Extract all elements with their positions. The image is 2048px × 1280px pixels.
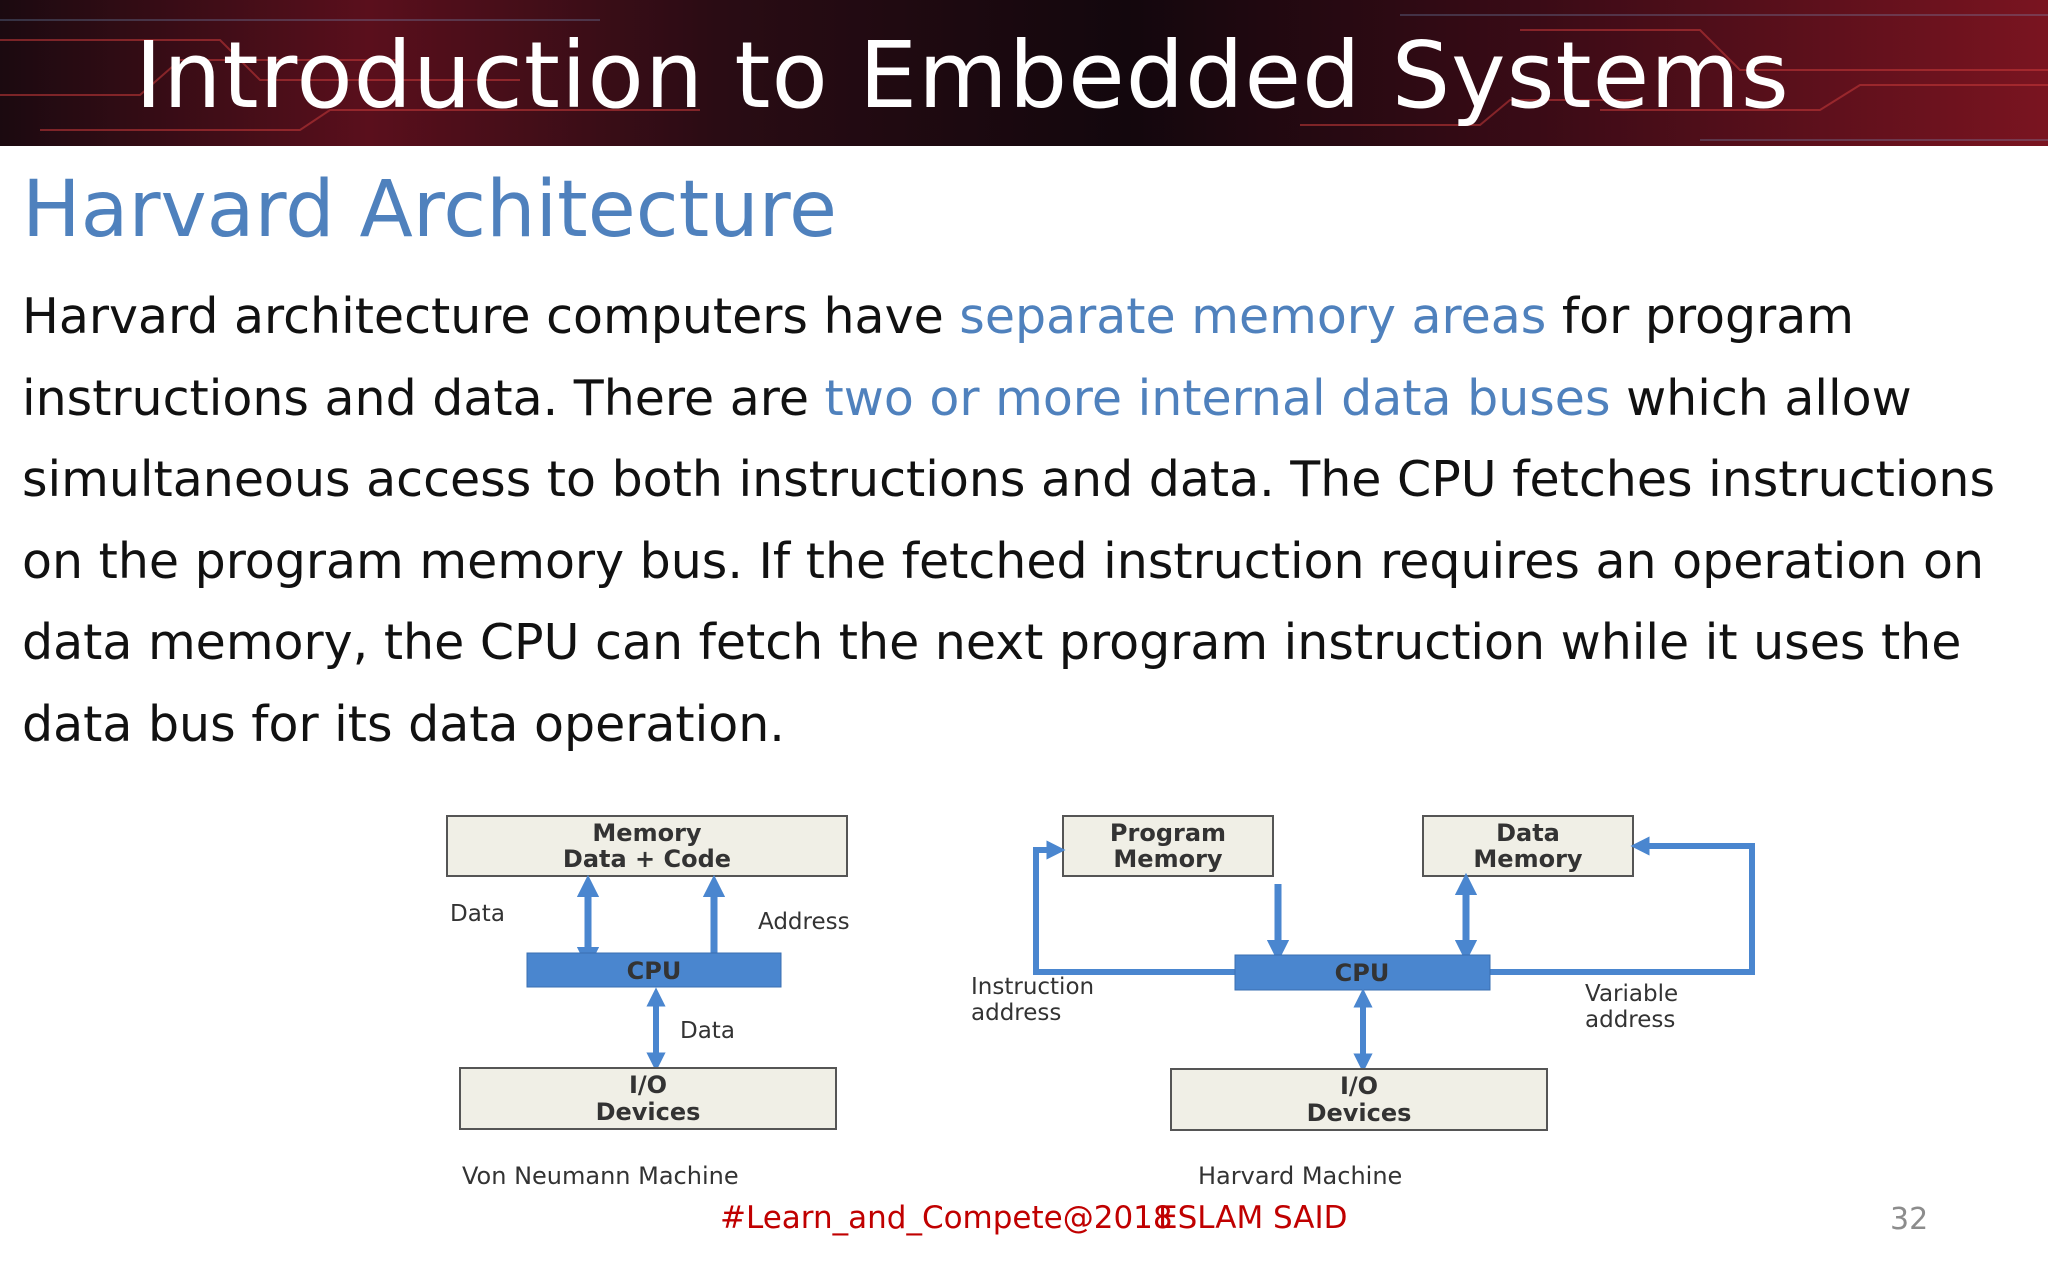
data-label: Data [450, 901, 505, 927]
instruction-address-label-1: Instruction [971, 974, 1094, 1000]
slide-title: Harvard Architecture [22, 165, 838, 255]
harvard-cpu-box [1234, 954, 1491, 991]
harvard-diagram: Program Memory Data Memory CPU Instructi… [971, 815, 1755, 1190]
harvard-io-label-2: Devices [1307, 1099, 1412, 1127]
memory-label-2: Data + Code [563, 845, 731, 873]
data-memory-label-1: Data [1496, 819, 1560, 847]
io-box [459, 1067, 837, 1130]
harvard-io-box [1170, 1068, 1548, 1131]
von-neumann-caption: Von Neumann Machine [462, 1162, 739, 1190]
program-memory-label-1: Program [1110, 819, 1226, 847]
variable-address-label-2: address [1585, 1007, 1675, 1033]
page-number: 32 [1890, 1202, 1929, 1237]
header-title: Introduction to Embedded Systems [135, 22, 1790, 129]
harvard-io-label-1: I/O [1340, 1072, 1378, 1100]
harvard-caption: Harvard Machine [1198, 1162, 1402, 1190]
footer-hashtag: #Learn_and_Compete@2018 [720, 1200, 1173, 1236]
program-memory-box [1062, 815, 1274, 877]
circuit-background [0, 14, 2048, 141]
footer-author: ESLAM SAID [1158, 1200, 1348, 1236]
variable-address-label-1: Variable [1585, 981, 1678, 1007]
body-text-2: for program instructions and data. There… [22, 288, 1855, 427]
body-text-3: which allow simultaneous access to both … [22, 369, 1996, 753]
body-text-1: Harvard architecture computers have [22, 288, 960, 345]
io-label-1: I/O [629, 1071, 667, 1099]
highlight-data-buses: two or more internal data buses [824, 369, 1611, 427]
header-banner: Introduction to Embedded Systems [0, 0, 2048, 146]
variable-address-bus [1490, 836, 1755, 975]
memory-label-1: Memory [592, 819, 701, 847]
program-memory-label-2: Memory [1113, 845, 1222, 873]
io-label-2: Devices [596, 1098, 701, 1126]
address-label: Address [758, 909, 850, 935]
highlight-separate-memory: separate memory areas [959, 288, 1547, 345]
harvard-cpu-label: CPU [1335, 959, 1390, 987]
memory-box [446, 815, 848, 877]
instruction-address-bus [1033, 840, 1235, 975]
instruction-address-label-2: address [971, 1000, 1061, 1026]
data-memory-box [1422, 815, 1634, 877]
von-neumann-diagram: Memory Data + Code Data Address CPU Data… [446, 815, 850, 1190]
architecture-diagram: Memory Data + Code Data Address CPU Data… [446, 815, 1755, 1190]
cpu-label: CPU [627, 957, 682, 985]
data-memory-label-2: Memory [1473, 845, 1582, 873]
body-paragraph: Harvard architecture computers have sepa… [22, 276, 2012, 765]
io-data-label: Data [680, 1018, 735, 1044]
cpu-box [526, 952, 782, 988]
